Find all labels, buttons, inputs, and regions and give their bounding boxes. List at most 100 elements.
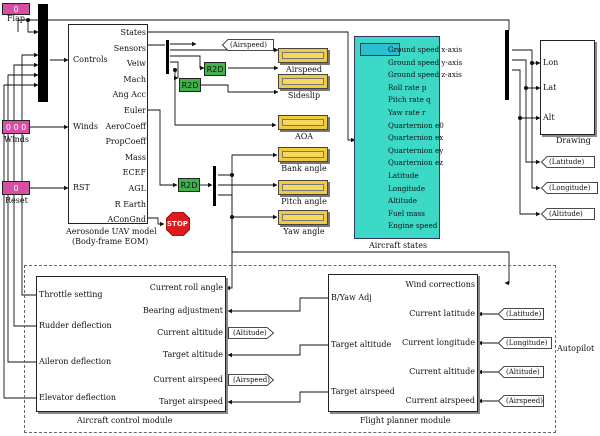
from-tag-label: (Airspeed) [506,397,543,405]
reset-constant-block[interactable]: 0 [2,181,30,195]
display-yaw-angle[interactable] [278,210,328,225]
aircraft-state-11: Longitude [388,183,426,193]
flap-value: 0 [13,4,19,14]
display-screen [282,78,324,85]
rst-port-label: RST [73,183,90,192]
goto-airspeed-label: (Airspeed) [230,41,267,49]
aircraft-state-10: Latitude [388,171,419,180]
from-tag-2[interactable]: (Altitude) [498,366,544,378]
from-tag-label: (Altitude) [506,368,540,376]
fpm-title: Flight planner module [360,416,451,425]
flap-label: Flap [7,14,25,23]
display-aoa[interactable] [278,115,328,130]
r2d-label: R2D [180,180,198,190]
aircraft-state-9: Quarternion ez [388,158,444,168]
r2d-block-aoa[interactable]: R2D [179,78,201,92]
from-tag-3[interactable]: (Airspeed) [498,395,544,407]
drawing-port-lat: Lat [543,83,557,92]
aircraft-states-display[interactable] [354,36,440,239]
euler-demux-bus[interactable] [213,166,216,206]
winds-port-label: Winds [73,122,99,131]
winds-value: 0 0 0 [5,122,27,132]
from-tag-1[interactable]: (Longitude) [498,337,552,349]
display-screen [282,119,324,126]
drawing-demux-bus[interactable] [505,30,509,100]
r2d-block-sideslip[interactable]: R2D [204,62,226,76]
fpm-input-3: Current altitude [409,367,475,376]
from-tag-0[interactable]: (Latitude) [498,308,544,320]
goto-airspeed-tag[interactable]: (Airspeed) [222,39,274,51]
display-screen [282,52,324,59]
display-bank-angle[interactable] [278,147,328,162]
aircraft-state-5: Yaw rate r [388,108,426,117]
stop-sign-icon[interactable] [166,212,190,236]
aircraft-state-4: Pitch rate q [388,95,431,105]
fpm-input-2: Current longitude [402,338,475,347]
autopilot-subsystem[interactable] [24,265,556,433]
display-label-aoa: AOA [294,132,314,141]
uav-port-mass: Mass [124,152,146,162]
aircraft-state-14: Engine speed [388,221,438,231]
controls-mux-bus[interactable] [38,4,48,102]
from-airspeed-tag[interactable]: (Airspeed) [228,374,274,386]
display-screen [282,151,324,158]
fpm-input-4: Current airspeed [405,396,475,405]
from-altitude-tag[interactable]: (Altitude) [228,327,274,339]
display-label-sideslip: Sideslip [287,91,321,100]
stop-label: STOP [167,220,188,228]
uav-port-aerocoeff: AeroCoeff [105,121,146,131]
aircraft-control-module-block[interactable] [36,276,226,412]
aircraft-state-0: Ground speed x-axis [388,45,463,54]
display-pitch-angle[interactable] [278,180,328,195]
fpm-output-0: B/Yaw Adj [331,293,372,302]
r2d-label: R2D [181,80,199,90]
acm-input-3: Target altitude [162,350,223,359]
from-altitude-label: (Altitude) [233,329,267,337]
goto-longitude-tag[interactable]: (Longitude) [541,182,598,194]
drawing-port-lon: Lon [543,58,559,67]
uav-port-states: States [120,28,146,37]
display-airspeed[interactable] [278,48,328,63]
drawing-block[interactable] [540,40,595,135]
display-screen [282,214,324,221]
aircraft-states-title: Aircraft states [369,241,428,250]
controls-port-label: Controls [73,55,108,64]
r2d-label: R2D [206,64,224,74]
winds-label: Winds [4,135,30,144]
acm-input-1: Bearing adjustment [142,306,223,315]
fpm-output-2: Target airspeed [331,387,395,396]
display-label-airspeed: Airspeed [286,65,322,74]
flight-planner-module-block[interactable] [328,274,478,412]
from-airspeed-label: (Airspeed) [233,376,270,384]
display-label-pitch-angle: Pitch angle [281,197,327,206]
reset-label: Reset [5,196,28,205]
acm-input-2: Current altitude [157,328,223,337]
uav-model-block[interactable] [68,24,148,224]
goto-altitude-tag[interactable]: (Altitude) [541,208,595,220]
sensors-demux-bus[interactable] [166,40,169,74]
display-label-bank-angle: Bank angle [281,164,327,173]
from-tag-label: (Latitude) [506,310,542,318]
uav-port-propcoeff: PropCoeff [105,137,147,147]
reset-value: 0 [13,183,19,193]
aircraft-state-8: Quarternion ey [388,145,444,155]
flap-constant-block[interactable]: 0 [2,3,30,15]
drawing-port-alt: Alt [543,113,555,122]
acm-output-3: Elevator deflection [39,393,116,402]
drawing-title: Drawing [556,136,591,145]
autopilot-label: Autopilot [557,344,595,353]
uav-port-acongnd: AConGnd [107,215,146,225]
goto-latitude-tag[interactable]: (Latitude) [541,156,595,168]
display-sideslip[interactable] [278,74,328,89]
fpm-input-0: Wind corrections [405,280,475,289]
fpm-input-1: Current latitude [409,309,475,318]
uav-port-sensors: Sensors [113,43,146,53]
acm-title: Aircraft control module [77,416,173,425]
goto-longitude-label: (Longitude) [549,184,591,192]
uav-port-veiw: Veiw [126,59,146,69]
winds-constant-block[interactable]: 0 0 0 [2,120,30,134]
uav-model-subtitle: (Body-frame EOM) [72,237,149,246]
r2d-block-euler[interactable]: R2D [178,178,200,192]
